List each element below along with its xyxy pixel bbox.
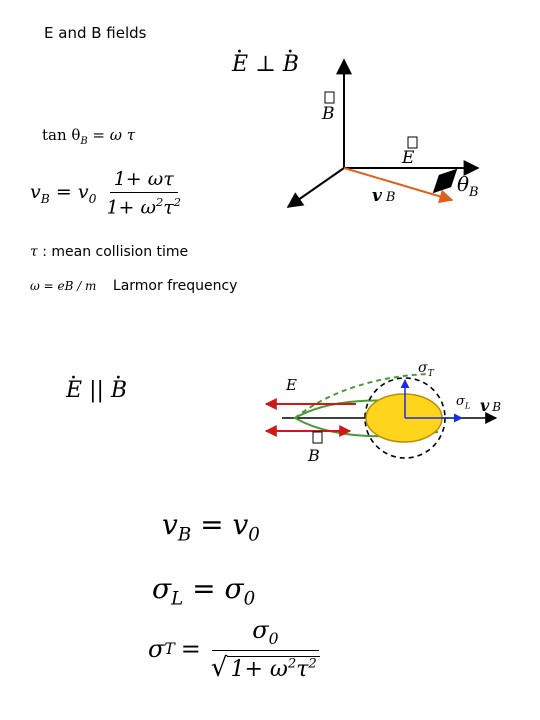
label-theta-b: θB bbox=[457, 172, 479, 200]
perp-axes bbox=[286, 58, 480, 208]
perpendicular-heading: E ⊥ B bbox=[232, 40, 299, 77]
label-sigma-t: σT bbox=[418, 360, 434, 379]
perp-operator: ⊥ bbox=[255, 52, 276, 77]
sigma-t-fraction: σ0 √1+ ω2τ2 bbox=[207, 616, 324, 683]
vb-fraction: 1+ ωτ 1+ ω2τ2 bbox=[102, 168, 185, 218]
tan-theta-equation: tan θB = ω τ bbox=[42, 126, 135, 147]
vb-denominator: 1+ ω2τ2 bbox=[106, 195, 182, 219]
e-dot-symbol: E bbox=[232, 40, 248, 77]
label-b: B bbox=[322, 104, 335, 124]
label-e-par: E bbox=[286, 376, 297, 394]
tau-symbol: τ bbox=[30, 244, 38, 260]
vb-numerator: 1+ ωτ bbox=[109, 168, 178, 193]
e-vector-box-icon bbox=[407, 136, 418, 149]
label-b-par: B bbox=[308, 446, 320, 465]
parallel-heading: E || B bbox=[66, 366, 127, 403]
omega-text: Larmor frequency bbox=[112, 278, 238, 294]
vb-parallel-equation: vB = v0 bbox=[162, 508, 260, 546]
tan-lhs: tan θ bbox=[42, 126, 81, 144]
label-e: E bbox=[402, 148, 415, 168]
page-title: E and B fields bbox=[44, 24, 147, 42]
b-dot-symbol-par: B bbox=[111, 366, 127, 403]
omega-formula: ω = eB / m bbox=[30, 279, 97, 293]
e-dot-symbol-par: E bbox=[66, 366, 82, 403]
sigma-l-equation: σL = σ0 bbox=[152, 572, 256, 610]
tan-sub: B bbox=[80, 136, 88, 147]
b-dot-symbol: B bbox=[283, 40, 299, 77]
parallel-operator: || bbox=[89, 378, 104, 403]
tau-text: : mean collision time bbox=[42, 244, 189, 260]
vb-eq: = v bbox=[55, 181, 89, 204]
vb-perp-equation: vB = v0 1+ ωτ 1+ ω2τ2 bbox=[30, 168, 185, 218]
label-sigma-l: σL bbox=[456, 394, 471, 411]
axis-third-arrow bbox=[286, 167, 345, 208]
tau-definition: τ : mean collision time bbox=[30, 244, 188, 260]
tan-rhs: = ω τ bbox=[92, 126, 136, 144]
b-vector-box-icon-par bbox=[312, 431, 323, 444]
velocity-arrow bbox=[343, 167, 454, 204]
vb-lhs: v bbox=[30, 181, 41, 204]
b-vector-box-icon bbox=[324, 91, 335, 104]
vb-eq-sub: 0 bbox=[88, 191, 97, 206]
omega-definition: ω = eB / m Larmor frequency bbox=[30, 278, 237, 294]
vb-lhs-sub: B bbox=[40, 191, 50, 206]
theta-b-angle-arrow bbox=[432, 168, 458, 194]
